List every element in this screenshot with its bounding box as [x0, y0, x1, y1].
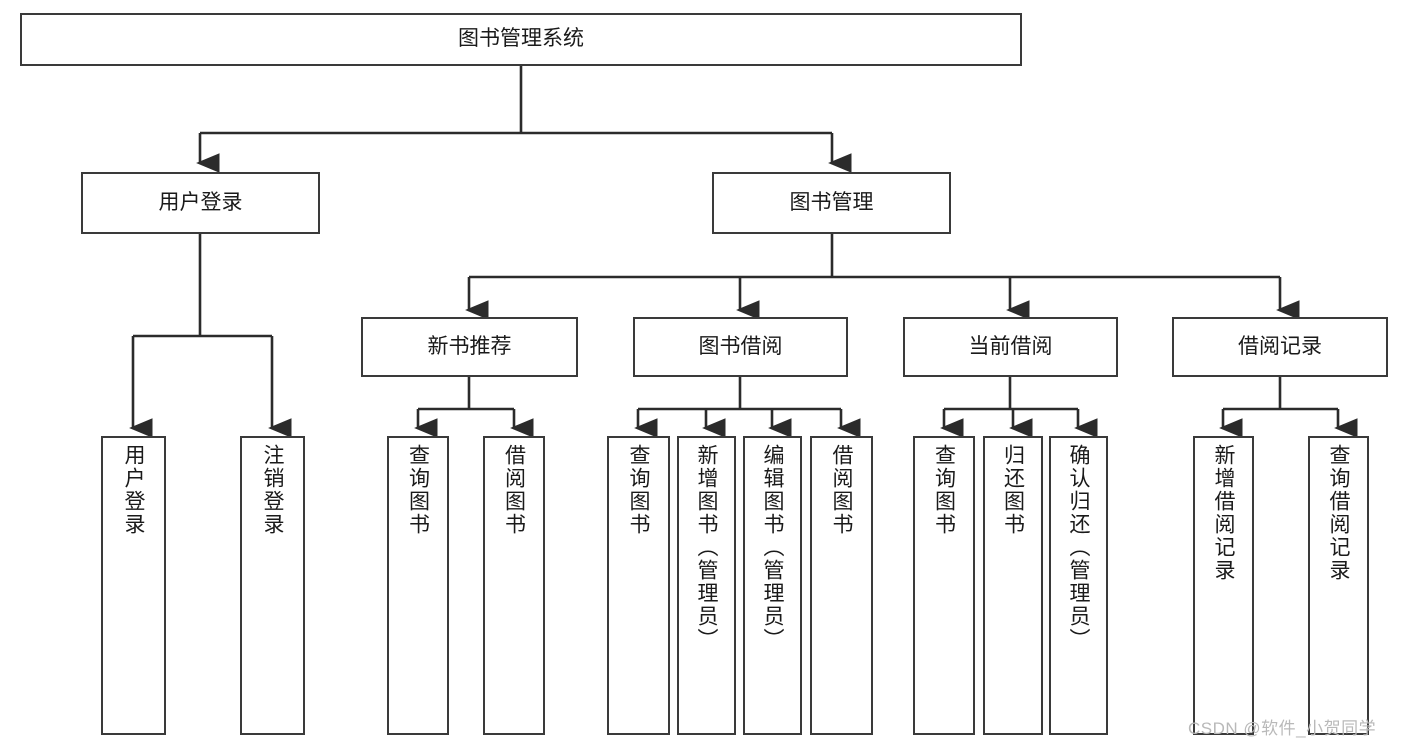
node-leaf-user-login[interactable]: 用户登录 — [101, 436, 166, 735]
node-leaf-return-book[interactable]: 归还图书 — [983, 436, 1043, 735]
node-label: 查询图书 — [932, 444, 956, 536]
node-label: 图书管理 — [789, 190, 874, 214]
node-label: 确认归还（管理员） — [1067, 444, 1090, 651]
node-leaf-logout[interactable]: 注销登录 — [240, 436, 305, 735]
watermark: CSDN @软件_小贺同学 — [1188, 719, 1377, 738]
node-label: 当前借阅 — [968, 334, 1053, 358]
node-label: 查询借阅记录 — [1327, 444, 1350, 582]
node-user-login[interactable]: 用户登录 — [81, 172, 320, 234]
node-leaf-query-book-current[interactable]: 查询图书 — [913, 436, 975, 735]
node-label: 图书借阅 — [698, 334, 783, 358]
node-leaf-query-book-borrow[interactable]: 查询图书 — [607, 436, 670, 735]
node-book-management[interactable]: 图书管理 — [712, 172, 951, 234]
node-leaf-edit-book-admin[interactable]: 编辑图书（管理员） — [743, 436, 802, 735]
node-book-borrow[interactable]: 图书借阅 — [633, 317, 848, 377]
node-leaf-add-borrow-record[interactable]: 新增借阅记录 — [1193, 436, 1254, 735]
node-new-book-recommend[interactable]: 新书推荐 — [361, 317, 578, 377]
node-leaf-add-book-admin[interactable]: 新增图书（管理员） — [677, 436, 736, 735]
node-leaf-borrow-book-recommend[interactable]: 借阅图书 — [483, 436, 545, 735]
node-label: 借阅图书 — [502, 444, 526, 536]
node-leaf-query-borrow-record[interactable]: 查询借阅记录 — [1308, 436, 1369, 735]
node-label: 新增借阅记录 — [1212, 444, 1235, 582]
node-label: 注销登录 — [261, 444, 284, 536]
node-root-system[interactable]: 图书管理系统 — [20, 13, 1022, 66]
node-label: 借阅图书 — [830, 444, 853, 536]
node-borrow-record[interactable]: 借阅记录 — [1172, 317, 1388, 377]
node-label: 编辑图书（管理员） — [761, 444, 784, 651]
node-leaf-confirm-return-admin[interactable]: 确认归还（管理员） — [1049, 436, 1108, 735]
node-leaf-query-book-recommend[interactable]: 查询图书 — [387, 436, 449, 735]
node-label: 新增图书（管理员） — [695, 444, 718, 651]
node-label: 用户登录 — [122, 444, 145, 536]
node-label: 查询图书 — [406, 444, 430, 536]
node-label: 图书管理系统 — [458, 27, 584, 51]
node-label: 归还图书 — [1001, 444, 1025, 536]
node-label: 用户登录 — [158, 190, 243, 214]
node-label: 新书推荐 — [427, 334, 512, 358]
node-label: 借阅记录 — [1238, 334, 1322, 358]
node-label: 查询图书 — [627, 444, 650, 536]
node-current-borrow[interactable]: 当前借阅 — [903, 317, 1118, 377]
node-leaf-borrow-book[interactable]: 借阅图书 — [810, 436, 873, 735]
